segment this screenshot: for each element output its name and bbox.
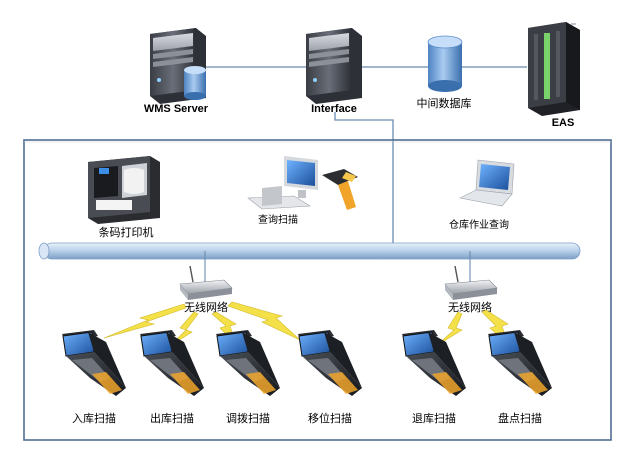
interface-label: Interface xyxy=(311,103,357,115)
network-frame xyxy=(23,139,612,441)
scanner-3-label: 调拨扫描 xyxy=(226,411,270,425)
query-scan-label: 查询扫描 xyxy=(258,213,298,226)
scanner-6-icon xyxy=(488,330,552,396)
wms-database-icon xyxy=(184,66,206,100)
interface-server-icon xyxy=(306,28,362,104)
eas-rack-icon xyxy=(528,22,580,116)
wms-server-icon xyxy=(150,28,206,104)
bolt-to-scanner-2 xyxy=(169,311,199,347)
scanner-1-label: 入库扫描 xyxy=(72,411,116,425)
wireless-left-label: 无线网络 xyxy=(184,300,228,314)
scanner-5-icon xyxy=(402,330,466,396)
wms-server-label: WMS Server xyxy=(144,103,209,115)
wireless-right-label: 无线网络 xyxy=(448,300,492,314)
handheld-barcode-scanner-icon xyxy=(322,169,358,210)
bolt-to-scanner-5 xyxy=(435,311,463,347)
bolt-to-scanner-1 xyxy=(103,303,187,339)
scanner-6-label: 盘点扫描 xyxy=(498,411,542,425)
scanner-2-label: 出库扫描 xyxy=(150,411,194,425)
wireless-router-right-icon xyxy=(444,265,498,300)
scanner-2-icon xyxy=(140,330,204,396)
scanner-5-label: 退库扫描 xyxy=(412,411,456,425)
scanner-1-icon xyxy=(62,330,126,396)
middle-database-label: 中间数据库 xyxy=(417,96,472,110)
bolt-to-scanner-4 xyxy=(227,301,301,341)
barcode-printer-label: 条码打印机 xyxy=(99,225,154,239)
barcode-printer-icon xyxy=(88,156,160,224)
laptop-icon xyxy=(459,159,515,207)
network-bus xyxy=(38,242,581,260)
query-workstation-icon xyxy=(247,156,318,210)
eas-label: EAS xyxy=(552,117,575,129)
wireless-router-left-icon xyxy=(179,265,233,300)
warehouse-query-label: 仓库作业查询 xyxy=(449,218,509,231)
scanner-4-icon xyxy=(298,330,362,396)
interface-network-link xyxy=(334,112,394,250)
middle-database-icon xyxy=(427,35,463,92)
scanner-3-icon xyxy=(216,330,280,396)
scanner-4-label: 移位扫描 xyxy=(308,411,352,425)
